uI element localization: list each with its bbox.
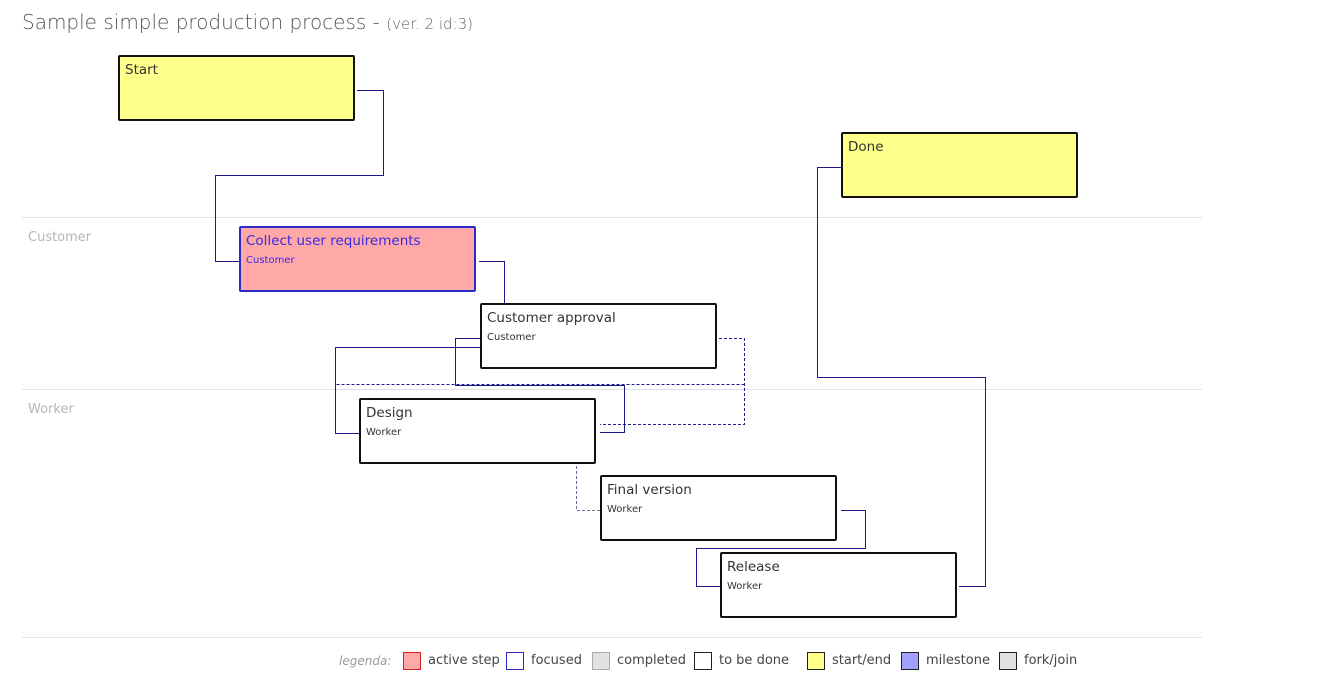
- connector-approval-reject: [600, 338, 745, 425]
- node-role: Worker: [607, 504, 643, 515]
- node-title: Customer approval: [487, 310, 616, 326]
- connector-release-done: [817, 167, 986, 587]
- legend-label: completed: [617, 653, 686, 668]
- node-final-version[interactable]: Final version Worker: [600, 475, 837, 541]
- process-version: (ver. 2 id:3): [386, 15, 473, 33]
- legend: legenda: active step focused completed t…: [0, 652, 1319, 672]
- lane-divider-worker: [22, 389, 1202, 390]
- legend-swatch-milestone: [901, 652, 919, 670]
- node-title: Release: [727, 559, 780, 575]
- process-title: Sample simple production process -: [22, 10, 380, 34]
- node-title: Design: [366, 405, 413, 421]
- lane-divider-bottom: [22, 637, 1202, 638]
- connector-final-release: [696, 510, 866, 587]
- node-role: Customer: [246, 255, 295, 266]
- connector-collect-approval: [479, 261, 505, 304]
- legend-label: fork/join: [1024, 653, 1078, 668]
- legend-label: start/end: [832, 653, 892, 668]
- node-title: Final version: [607, 482, 692, 498]
- connector-approval-design-return: [455, 338, 625, 433]
- legend-swatch-active-step: [403, 652, 421, 670]
- node-role: Worker: [366, 427, 402, 438]
- page-title: Sample simple production process - (ver.…: [22, 10, 473, 34]
- node-collect-user-requirements[interactable]: Collect user requirements Customer: [239, 226, 476, 292]
- node-role: Customer: [487, 332, 536, 343]
- legend-label: active step: [428, 653, 500, 668]
- legend-title: legenda:: [339, 654, 392, 668]
- legend-label: to be done: [719, 653, 790, 668]
- lane-label-worker: Worker: [28, 402, 74, 417]
- node-title: Start: [125, 62, 158, 78]
- node-done[interactable]: Done: [841, 132, 1078, 198]
- connector-start-collect: [215, 90, 384, 262]
- node-design[interactable]: Design Worker: [359, 398, 596, 464]
- node-customer-approval[interactable]: Customer approval Customer: [480, 303, 717, 369]
- legend-swatch-focused: [506, 652, 524, 670]
- lane-label-customer: Customer: [28, 230, 92, 245]
- legend-swatch-fork-join: [999, 652, 1017, 670]
- lane-divider-customer: [22, 217, 1202, 218]
- node-title: Collect user requirements: [246, 233, 421, 249]
- legend-label: milestone: [926, 653, 990, 668]
- legend-swatch-to-be-done: [694, 652, 712, 670]
- node-title: Done: [848, 139, 884, 155]
- connector-design-final: [576, 424, 601, 511]
- node-role: Worker: [727, 581, 763, 592]
- legend-label: focused: [531, 653, 582, 668]
- node-release[interactable]: Release Worker: [720, 552, 957, 618]
- node-start[interactable]: Start: [118, 55, 355, 121]
- legend-swatch-start-end: [807, 652, 825, 670]
- legend-swatch-completed: [592, 652, 610, 670]
- connector-approval-design: [335, 347, 481, 434]
